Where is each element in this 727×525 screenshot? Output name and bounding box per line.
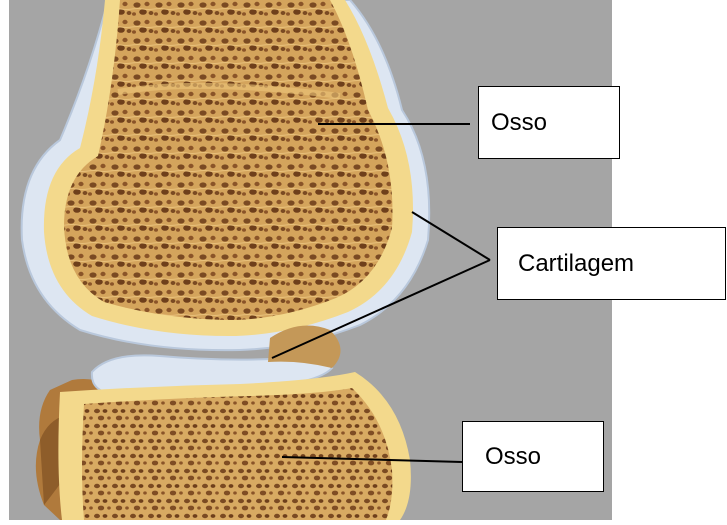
- label-bone-top: Osso: [478, 86, 620, 159]
- label-cartilage: Cartilagem: [497, 227, 726, 300]
- lower-bone-spongy: [82, 388, 392, 520]
- label-bone-bottom: Osso: [462, 421, 604, 492]
